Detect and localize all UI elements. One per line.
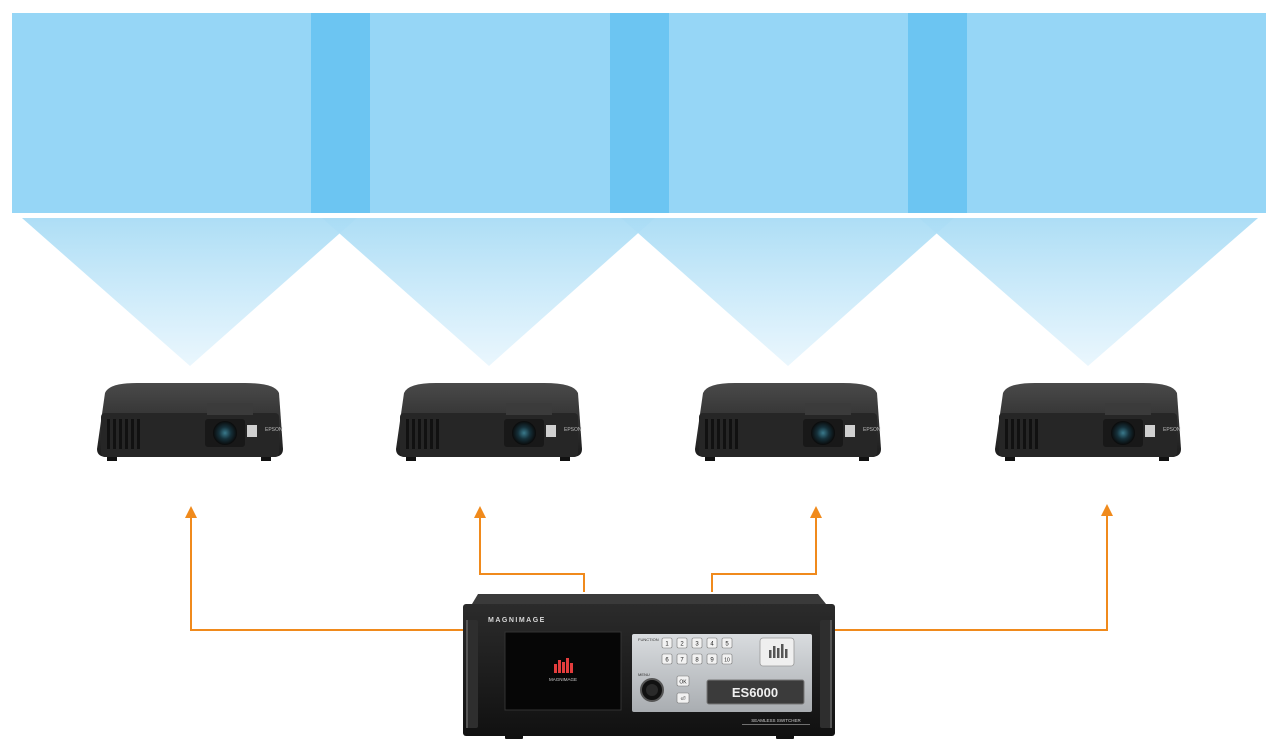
- keypad-key[interactable]: [721, 637, 733, 649]
- model-name: ES6000: [732, 685, 778, 700]
- keypad-key[interactable]: [706, 637, 718, 649]
- projector-brand-tag: EPSON: [863, 427, 881, 433]
- ok-button[interactable]: [676, 675, 690, 687]
- ok-label: OK: [679, 680, 687, 686]
- projection-beam: [22, 218, 357, 366]
- signal-arrows: [185, 504, 1113, 631]
- lens-icon: [1111, 421, 1135, 445]
- projector: EPSON: [396, 383, 582, 461]
- back-label: ⏎: [680, 696, 685, 703]
- keypad: 1 2 3 4 5 6 7 8 9 10: [661, 637, 733, 665]
- switcher-caption: SEAMLESS SWITCHER: [751, 718, 801, 723]
- blend-overlap-zone: [311, 13, 370, 213]
- keypad-key[interactable]: [676, 653, 688, 665]
- lens-icon: [512, 421, 536, 445]
- keypad-key-label: 3: [695, 642, 699, 648]
- projection-beams: [22, 218, 1258, 366]
- projector: EPSON: [97, 383, 283, 461]
- keypad-key-label: 1: [665, 642, 669, 648]
- keypad-key-label: 6: [665, 658, 669, 664]
- signal-arrow: [185, 506, 466, 631]
- magnimage-logo-icon: [554, 658, 573, 673]
- keypad-key[interactable]: [676, 637, 688, 649]
- blend-overlap-zone: [610, 13, 669, 213]
- projectors: EPSON EPSON: [97, 383, 1181, 461]
- projector: EPSON: [695, 383, 881, 461]
- keypad-key-label: 9: [710, 658, 714, 664]
- menu-label: MENU: [638, 672, 650, 677]
- keypad-key[interactable]: [691, 637, 703, 649]
- signal-arrow: [832, 504, 1113, 631]
- keypad-key-label: 8: [695, 658, 699, 664]
- projector-brand-tag: EPSON: [265, 427, 283, 433]
- keypad-key-label: 10: [724, 658, 730, 664]
- projector-brand-tag: EPSON: [564, 427, 582, 433]
- keypad-key-label: 7: [680, 658, 684, 664]
- projection-beam: [621, 218, 954, 366]
- function-label: FUNCTION: [638, 637, 659, 642]
- projector: EPSON: [995, 383, 1181, 461]
- lens-icon: [811, 421, 835, 445]
- projection-screen: [12, 13, 1266, 213]
- keypad-key[interactable]: [691, 653, 703, 665]
- keypad-key-label: 5: [725, 642, 729, 648]
- projection-beam: [919, 218, 1258, 366]
- projection-beam: [322, 218, 655, 366]
- magnimage-logo-icon: [769, 644, 788, 658]
- keypad-key-label: 2: [680, 642, 684, 648]
- keypad-key[interactable]: [661, 637, 673, 649]
- blend-overlap-zone: [908, 13, 967, 213]
- signal-arrow: [474, 506, 585, 592]
- keypad-key[interactable]: [721, 653, 733, 665]
- model-plate: [706, 679, 805, 705]
- lens-icon: [213, 421, 237, 445]
- keypad-key[interactable]: [706, 653, 718, 665]
- projector-brand-tag: EPSON: [1163, 427, 1181, 433]
- switcher-brand: MAGNIMAGE: [488, 617, 546, 624]
- screen-logo-text: MAGNIMAGE: [549, 677, 577, 682]
- seamless-switcher: MAGNIMAGE MAGNIMAGE FUNCTION MENU 1 2 3 …: [463, 594, 835, 739]
- signal-arrow: [711, 506, 822, 592]
- keypad-key[interactable]: [661, 653, 673, 665]
- keypad-key-label: 4: [710, 642, 714, 648]
- back-button[interactable]: [676, 692, 690, 704]
